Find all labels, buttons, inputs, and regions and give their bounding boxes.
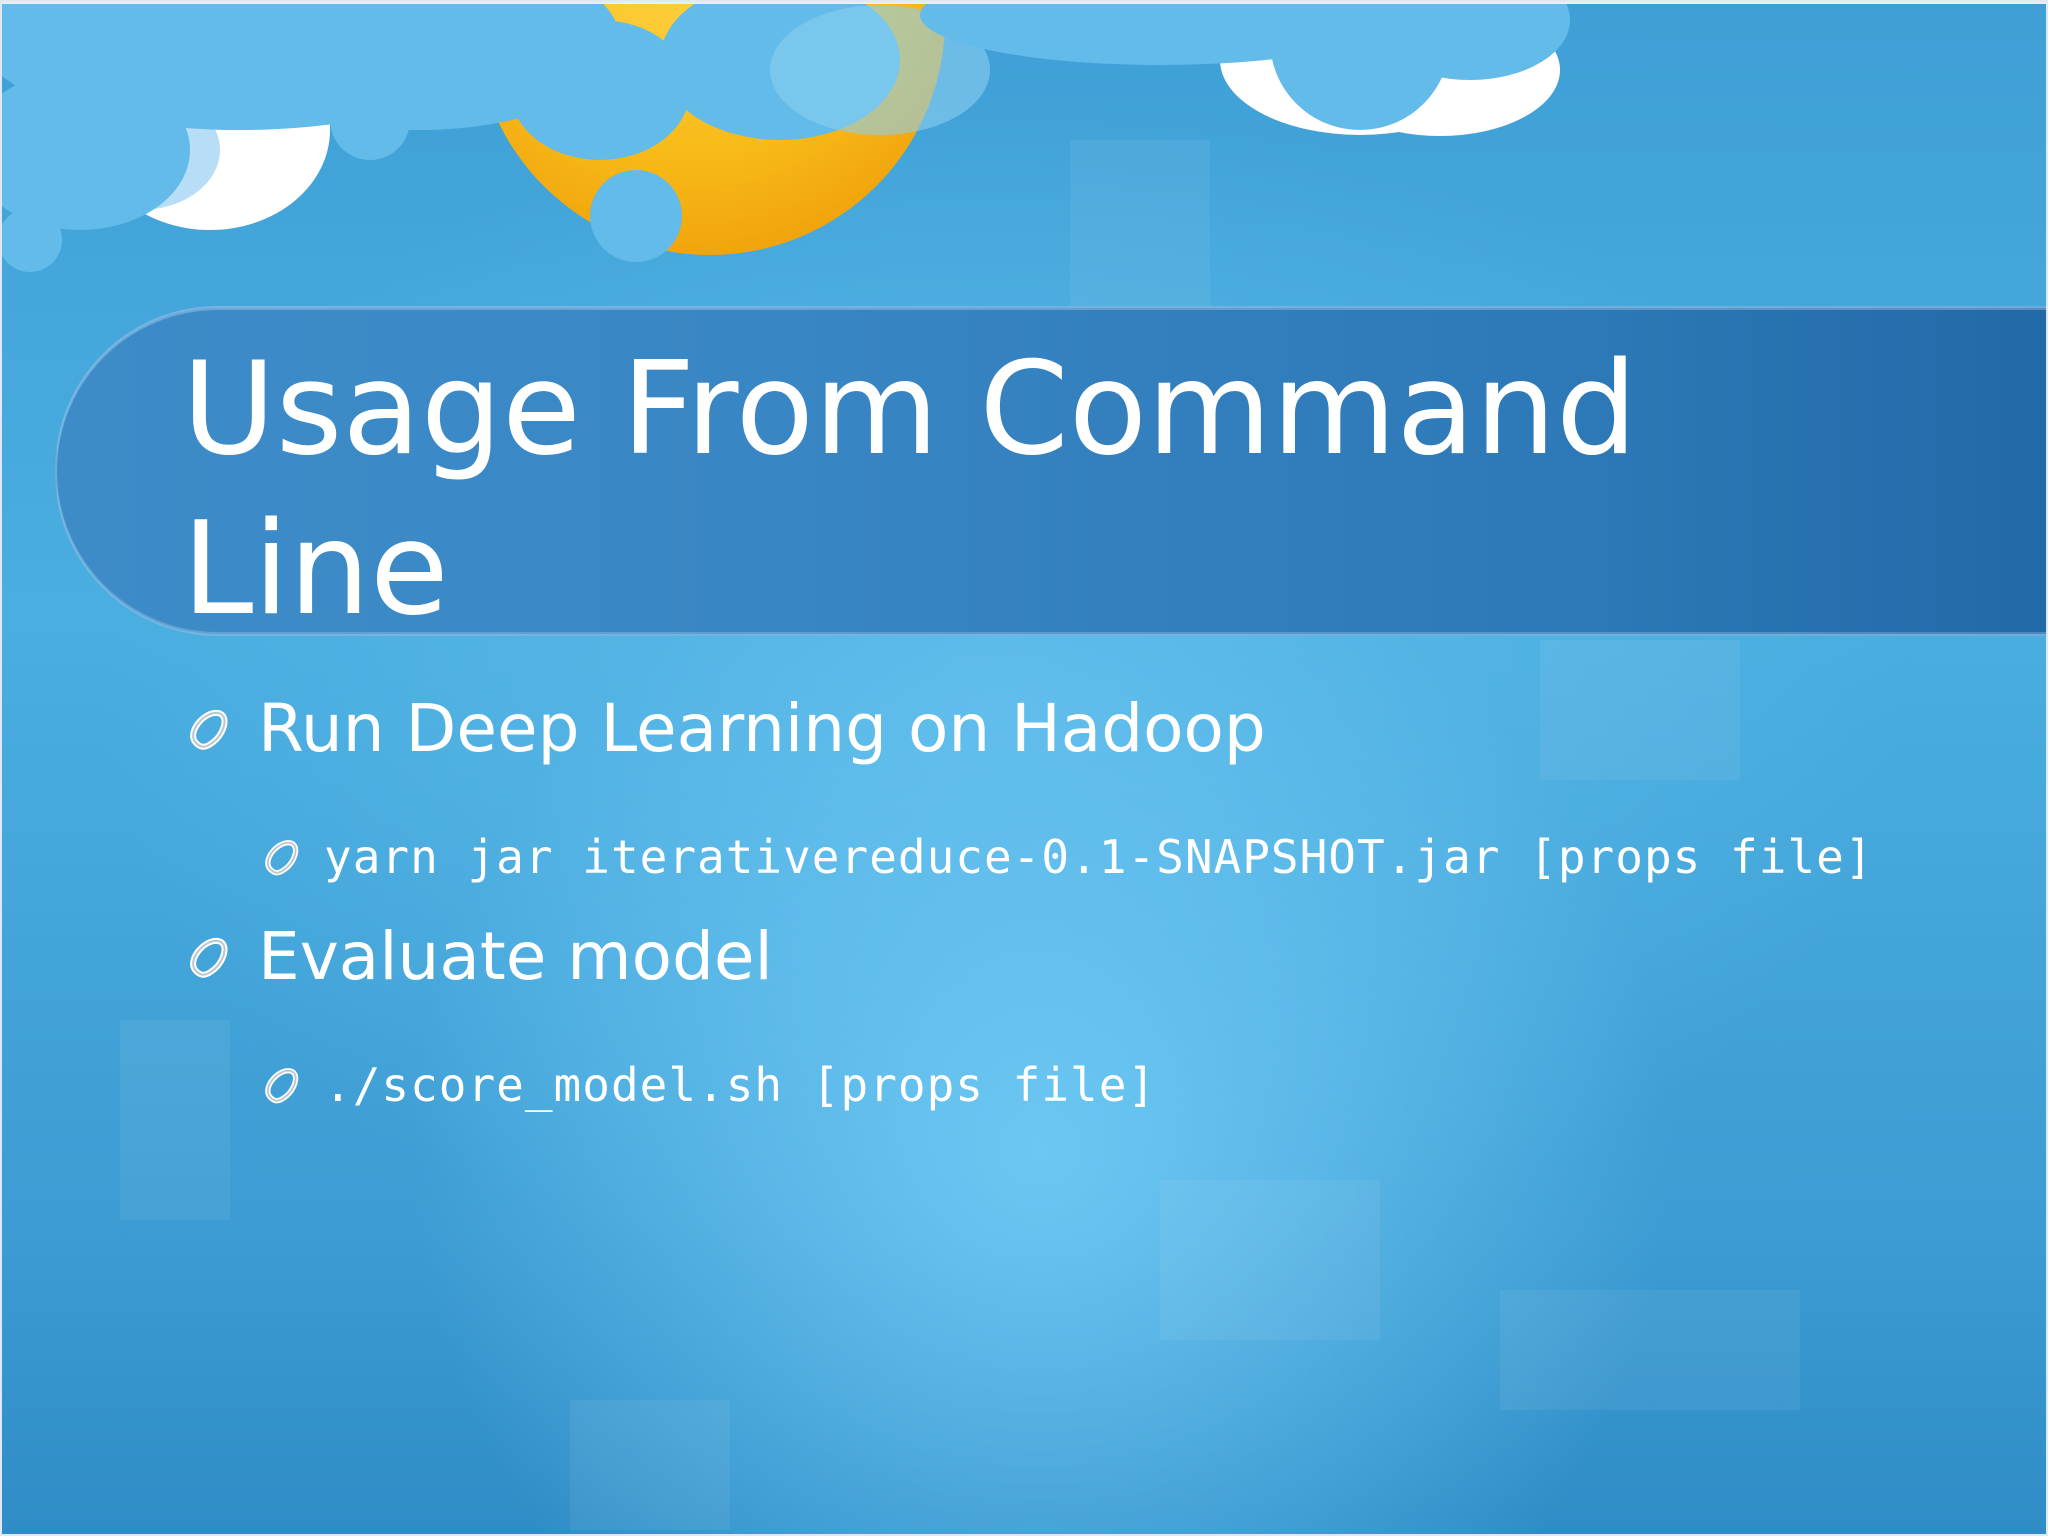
sub-bullet-item: yarn jar iterativereduce-0.1-SNAPSHOT.ja… xyxy=(258,830,1874,884)
leaf-ring-icon xyxy=(190,937,228,978)
background-tile xyxy=(120,1020,230,1220)
leaf-ring-icon xyxy=(265,1068,299,1104)
background-tile xyxy=(570,1400,730,1530)
sub-bullet-text: ./score_model.sh [props file] xyxy=(324,1058,1157,1112)
bullet-text: Run Deep Learning on Hadoop xyxy=(258,690,1266,767)
background-tile xyxy=(1070,140,1210,320)
background-tile xyxy=(1540,640,1740,780)
background-tile xyxy=(1160,1180,1380,1340)
bullet-text: Evaluate model xyxy=(258,918,773,995)
sub-bullet-item: ./score_model.sh [props file] xyxy=(258,1058,1156,1112)
leaf-ring-icon xyxy=(190,709,228,750)
sun-cloud-icon xyxy=(0,0,2048,272)
bullet-item: Run Deep Learning on Hadoop xyxy=(182,690,1266,767)
leaf-ring-icon xyxy=(265,840,299,876)
sub-bullet-text: yarn jar iterativereduce-0.1-SNAPSHOT.ja… xyxy=(324,830,1874,884)
title-band xyxy=(55,306,2048,636)
background-tile xyxy=(1500,1290,1800,1410)
slide-title: Usage From Command Line xyxy=(182,335,1638,644)
bullet-item: Evaluate model xyxy=(182,918,773,995)
